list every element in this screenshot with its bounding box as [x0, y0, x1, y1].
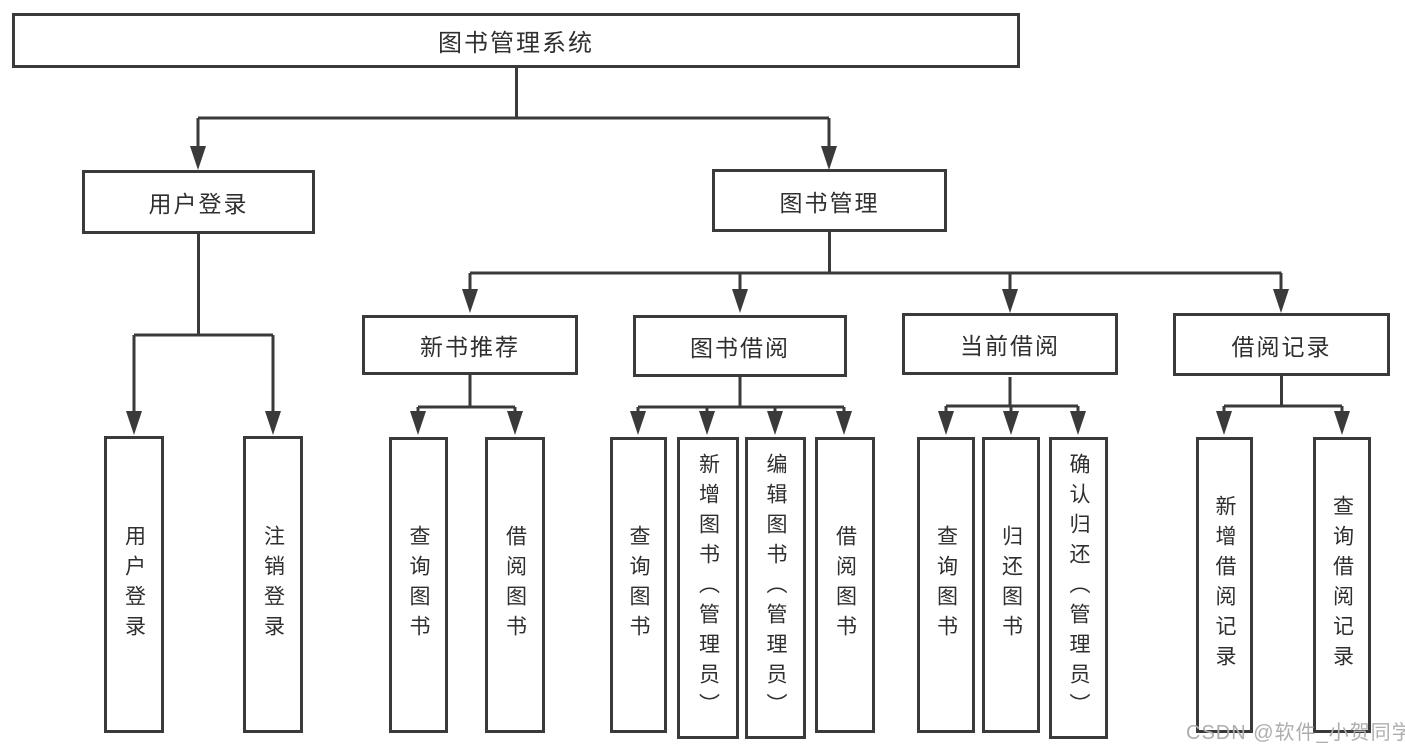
node-label: 归还图书	[999, 525, 1023, 645]
csdn-watermark: CSDN @软件_小贺同学	[1186, 722, 1405, 744]
node-new-book-recommendation: 新书推荐	[362, 315, 578, 375]
leaf-borrow-books: 借阅图书	[815, 437, 875, 733]
node-label: 查询图书	[627, 525, 650, 645]
node-current-borrowing: 当前借阅	[902, 313, 1118, 375]
node-label: 图书管理系统	[438, 30, 594, 57]
leaf-query-borrow-record: 查询借阅记录	[1313, 437, 1371, 733]
node-label: 新增借阅记录	[1213, 495, 1236, 675]
node-book-management: 图书管理	[712, 169, 947, 232]
node-label: 查询图书	[934, 525, 958, 645]
node-label: 新增图书（管理员）	[696, 453, 720, 723]
node-book-borrowing: 图书借阅	[633, 315, 847, 377]
node-label: 查询借阅记录	[1330, 495, 1354, 675]
node-label: 查询图书	[407, 525, 430, 645]
leaf-logout: 注销登录	[243, 436, 303, 733]
leaf-query-books-recommend: 查询图书	[389, 437, 448, 733]
node-label: 图书管理	[779, 189, 880, 216]
leaf-confirm-return-admin: 确认归还（管理员）	[1049, 437, 1108, 739]
leaf-add-book-admin: 新增图书（管理员）	[677, 437, 739, 739]
leaf-query-books-current: 查询图书	[917, 437, 975, 733]
node-label: 用户登录	[122, 524, 146, 645]
node-label: 借阅图书	[833, 525, 857, 645]
node-label: 注销登录	[261, 524, 285, 645]
leaf-user-login: 用户登录	[104, 436, 164, 733]
leaf-query-books-borrow: 查询图书	[610, 437, 667, 733]
node-label: 当前借阅	[960, 333, 1060, 359]
leaf-add-borrow-record: 新增借阅记录	[1196, 437, 1253, 733]
node-label: 借阅记录	[1231, 333, 1332, 360]
node-label: 编辑图书（管理员）	[764, 453, 787, 723]
node-borrowing-records: 借阅记录	[1173, 313, 1390, 376]
leaf-edit-book-admin: 编辑图书（管理员）	[745, 437, 806, 739]
node-user-login: 用户登录	[82, 170, 315, 234]
leaf-borrow-books-recommend: 借阅图书	[485, 437, 545, 733]
node-label: 借阅图书	[503, 525, 527, 645]
node-label: 新书推荐	[420, 334, 520, 360]
node-label: 用户登录	[148, 191, 249, 217]
node-label: 图书借阅	[690, 335, 790, 361]
node-label: 确认归还（管理员）	[1067, 453, 1090, 723]
leaf-return-books: 归还图书	[982, 437, 1040, 733]
node-library-management-system: 图书管理系统	[12, 13, 1020, 68]
